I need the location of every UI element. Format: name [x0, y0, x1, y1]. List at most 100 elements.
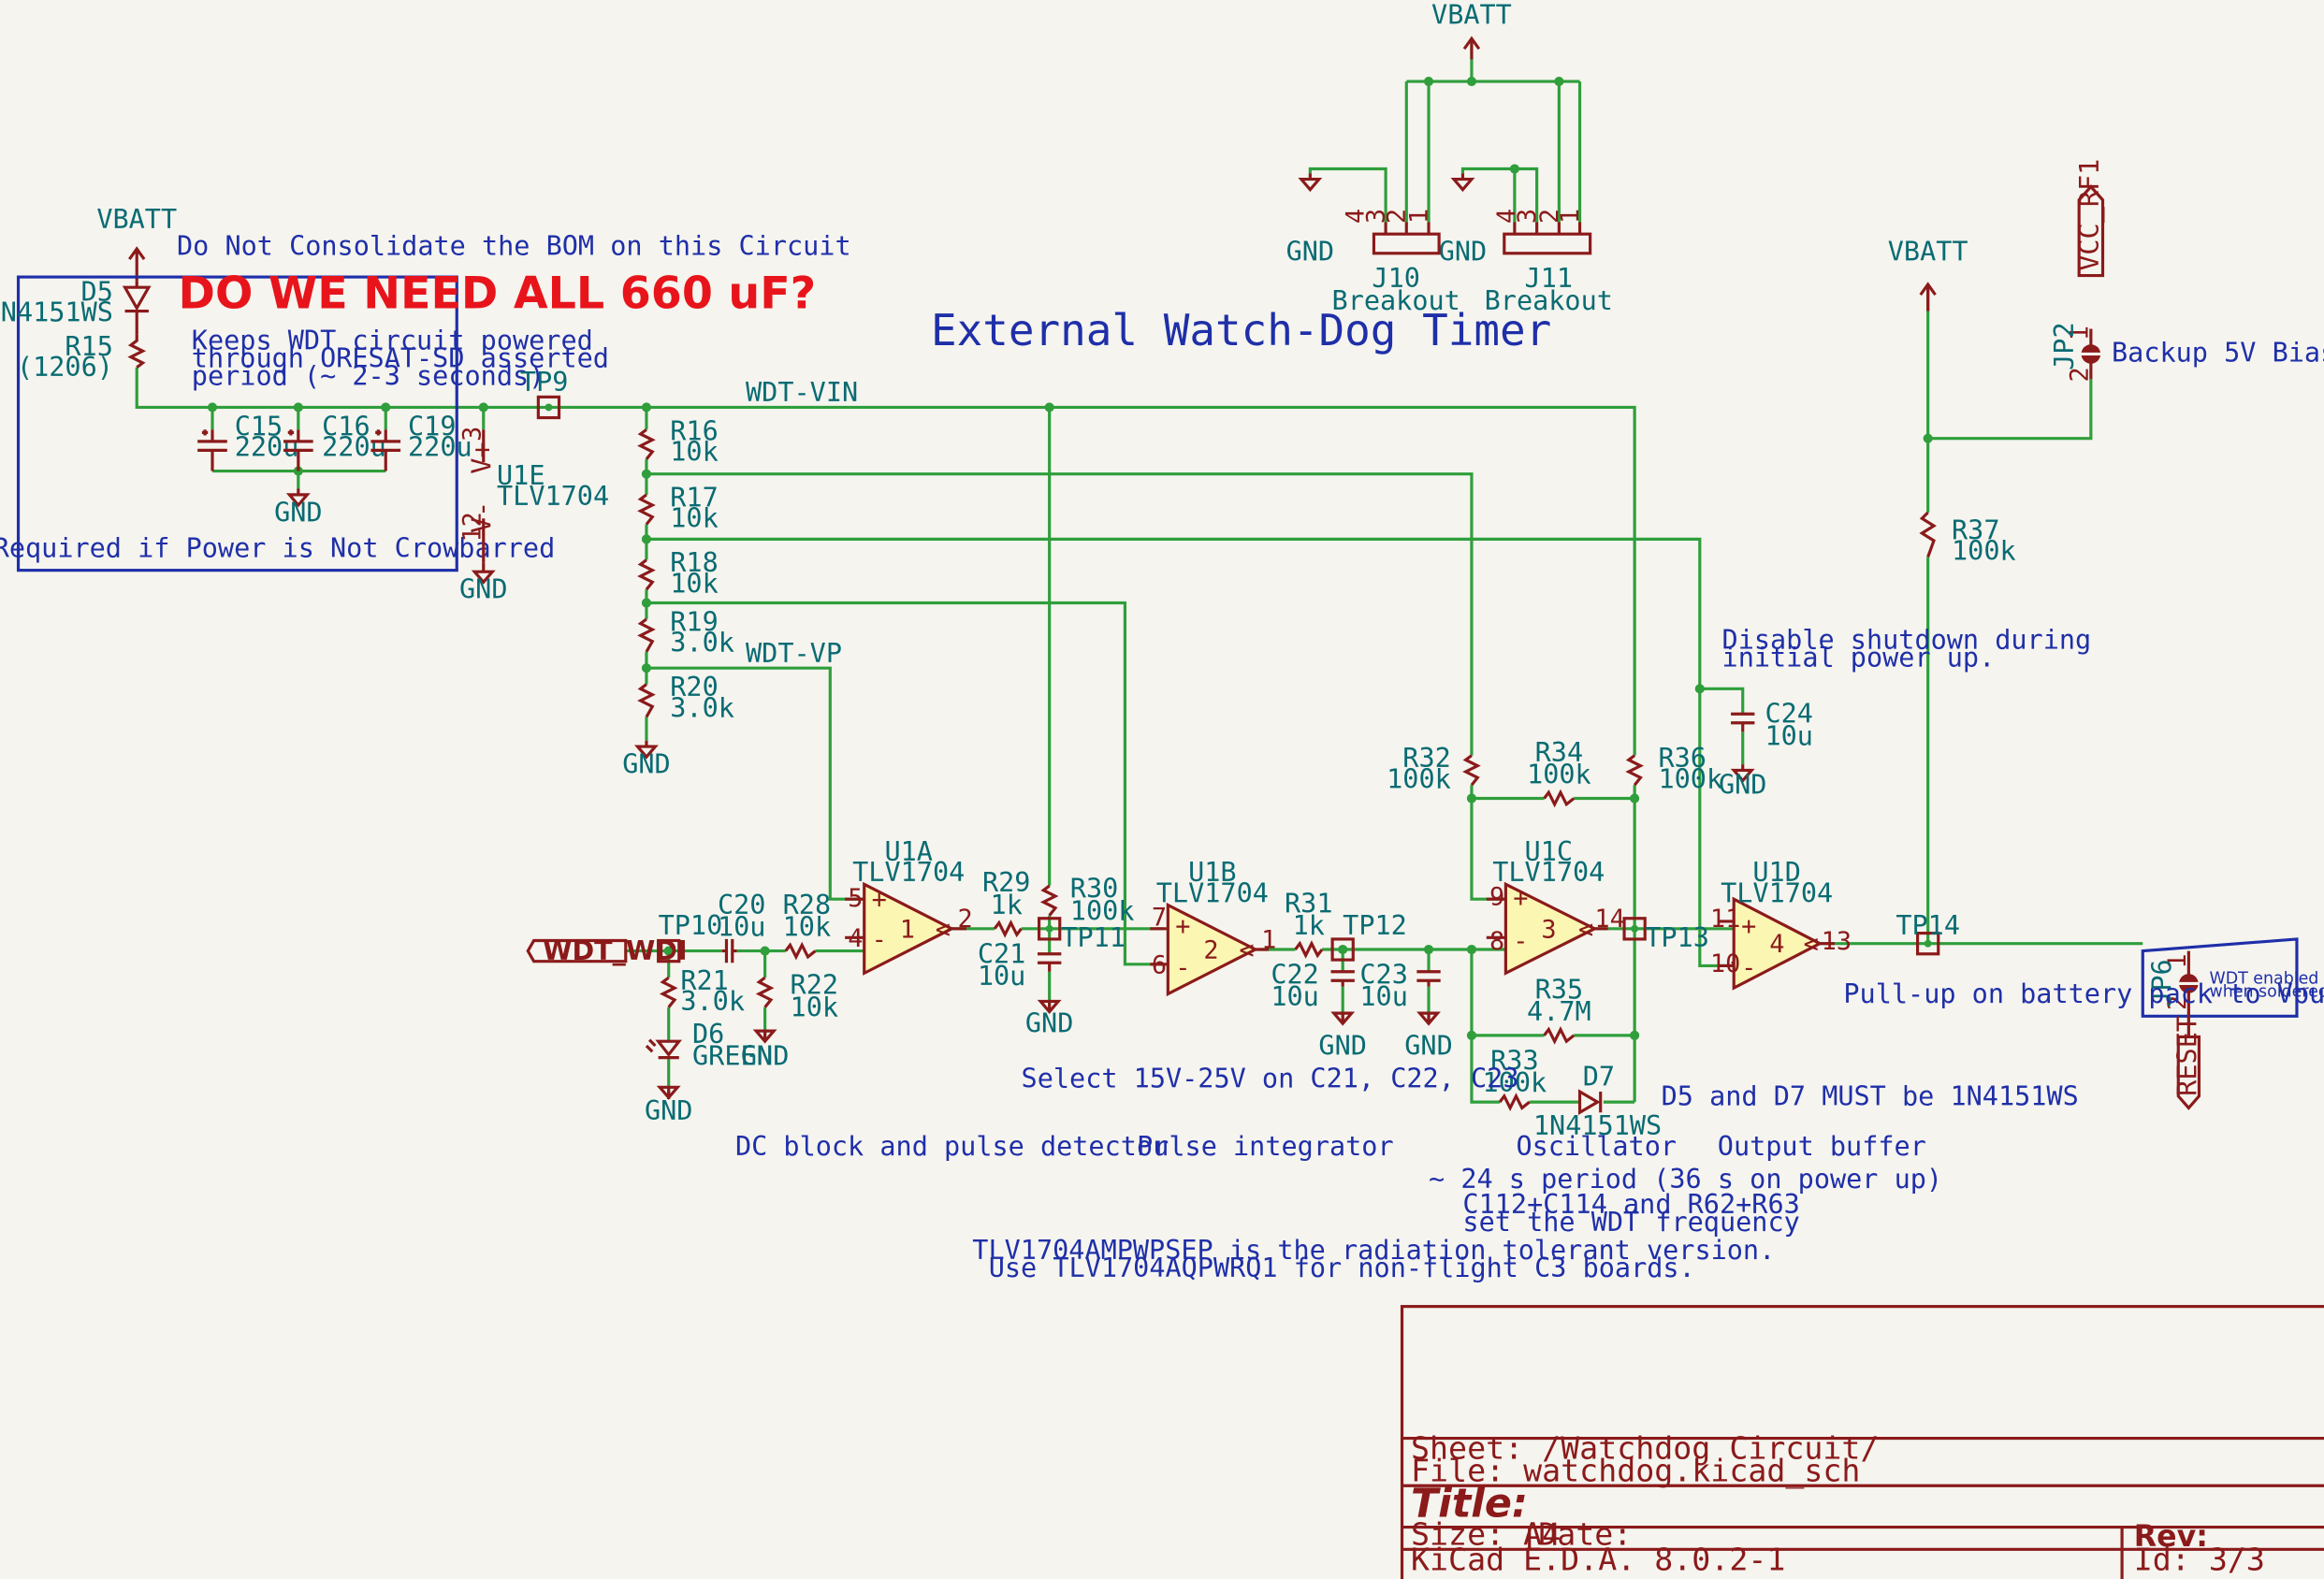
jumper-JP2: 1 2 JP2 Backup 5V Bias: [2049, 322, 2324, 382]
resistor-R19: R19 3.0k: [637, 607, 734, 659]
svg-text:2: 2: [1535, 209, 1564, 224]
testpoint-TP12: TP12: [1330, 910, 1407, 962]
svg-text:R31: R31: [1285, 888, 1332, 919]
capacitor-C21: C21 10u: [978, 938, 1062, 992]
resistor-R16: R16 10k: [637, 415, 719, 467]
title-block-date: Date:: [1538, 1516, 1632, 1553]
svg-text:5: 5: [848, 884, 863, 913]
connector-J11: 4 3 2 1 J11 Breakout: [1485, 209, 1613, 316]
connector-J10: 4 3 2 1 J10 Breakout: [1332, 209, 1460, 316]
pullup-note: Pull-up on battery pack to Vbus: [1843, 978, 2324, 1009]
svg-text:C23: C23: [1359, 959, 1407, 990]
warning-note: DO WE NEED ALL 660 uF?: [179, 268, 817, 319]
svg-text:Breakout: Breakout: [1485, 285, 1613, 316]
svg-text:WDT enabled: WDT enabled: [2210, 969, 2319, 988]
svg-text:U1B: U1B: [1188, 857, 1236, 888]
svg-text:4: 4: [848, 924, 863, 953]
svg-text:+: +: [872, 886, 887, 915]
resistor-R35: R35 4.7M: [1527, 974, 1591, 1045]
svg-text:100k: 100k: [1952, 536, 2016, 567]
opamp-U1D: + - 4 < 11 10 13 U1D TLV1704: [1710, 857, 1852, 991]
svg-text:GND: GND: [274, 497, 322, 528]
diode-D5: D5 1N4151WS: [0, 276, 152, 335]
svg-text:when soldered: when soldered: [2210, 983, 2324, 1002]
resistor-R18: R18 10k: [637, 547, 719, 599]
svg-text:R28: R28: [783, 890, 831, 920]
resistor-R17: R17 10k: [637, 483, 719, 534]
svg-text:100k: 100k: [1658, 763, 1722, 794]
capacitor-C19: C19 220u: [370, 412, 472, 471]
led-D6: D6 GREEN: [645, 1019, 773, 1072]
title-block-tool: KiCad E.D.A. 8.0.2-1: [1411, 1541, 1785, 1577]
svg-text:U1E: U1E: [497, 460, 545, 491]
svg-text:JP2: JP2: [2049, 322, 2080, 369]
svg-text:R33: R33: [1490, 1045, 1538, 1076]
svg-text:R15: R15: [65, 331, 112, 362]
svg-text:C19: C19: [408, 412, 456, 442]
svg-text:+: +: [1741, 912, 1756, 941]
sheet-title-note: External Watch-Dog Timer: [931, 305, 1551, 355]
svg-text:GND: GND: [1286, 237, 1334, 268]
svg-text:+: +: [1513, 884, 1528, 913]
capacitor-C23: C23 10u: [1359, 959, 1441, 1012]
svg-text:2: 2: [957, 905, 972, 934]
svg-text:11: 11: [1710, 905, 1740, 934]
keeps-note-line3: period (~ 2-3 seconds): [192, 361, 545, 392]
svg-text:GND: GND: [1719, 770, 1766, 801]
svg-text:<: <: [936, 915, 951, 944]
gnd-symbols: [285, 173, 1755, 1100]
svg-text:3: 3: [1362, 209, 1391, 224]
svg-text:1k: 1k: [1293, 910, 1325, 941]
svg-text:VBATT: VBATT: [1431, 0, 1512, 30]
svg-text:1N4151WS: 1N4151WS: [1533, 1110, 1662, 1141]
title-block-rev: Rev:: [2134, 1520, 2208, 1554]
svg-text:TLV1704: TLV1704: [1721, 877, 1833, 908]
testpoint-TP13: TP13: [1622, 917, 1709, 953]
resistor-R30: R30 100k: [1039, 874, 1134, 926]
bulk-capacitor-note-box: [16, 275, 458, 572]
vbatt-symbol-right: VBATT: [1888, 237, 1968, 311]
svg-text:D5: D5: [81, 276, 113, 307]
svg-text:C16: C16: [322, 412, 370, 442]
resistor-R31: R31 1k: [1285, 888, 1333, 959]
resistor-R20: R20 3.0k: [637, 672, 734, 723]
svg-text:R21: R21: [680, 965, 728, 996]
title-block-title: Title:: [1411, 1480, 1528, 1527]
svg-text:1k: 1k: [991, 890, 1023, 920]
svg-text:R37: R37: [1952, 514, 1999, 545]
svg-text:3: 3: [1513, 209, 1542, 224]
svg-text:GREEN: GREEN: [692, 1041, 773, 1072]
svg-text:100k: 100k: [1387, 763, 1451, 794]
svg-text:2: 2: [1203, 936, 1218, 965]
svg-text:10k: 10k: [670, 436, 718, 467]
svg-text:J11: J11: [1525, 263, 1573, 294]
resistor-R32: R32 100k: [1387, 743, 1481, 794]
svg-text:R32: R32: [1402, 743, 1450, 774]
svg-text:GND: GND: [622, 749, 670, 780]
frequency-note-line1: C112+C114 and R62+R63: [1462, 1189, 1799, 1220]
svg-text:-: -: [1175, 954, 1190, 983]
svg-text:2: 2: [1383, 209, 1412, 224]
svg-text:10 (1206): 10 (1206): [0, 352, 113, 383]
gnd-labels: GND GND GND GND GND GND GND GND GND GND …: [274, 237, 1766, 1126]
svg-text:100k: 100k: [1483, 1067, 1547, 1098]
svg-text:C21: C21: [978, 938, 1025, 969]
svg-text:D7: D7: [1583, 1062, 1615, 1093]
svg-text:1N4151WS: 1N4151WS: [0, 297, 113, 328]
svg-text:VBATT: VBATT: [1888, 237, 1968, 268]
title-block-file: File: watchdog.kicad_sch: [1411, 1452, 1860, 1489]
frequency-note-line2: set the WDT frequency: [1462, 1207, 1799, 1238]
svg-text:10k: 10k: [791, 992, 838, 1022]
testpoint-TP11: TP11: [1037, 917, 1126, 953]
svg-text:JP6: JP6: [2146, 959, 2177, 1007]
svg-text:10k: 10k: [670, 568, 718, 599]
svg-text:-: -: [1513, 927, 1528, 956]
svg-text:TP10: TP10: [659, 910, 723, 941]
oscillator-note: Oscillator: [1516, 1131, 1677, 1162]
svg-text:2: 2: [2163, 995, 2192, 1010]
svg-text:C20: C20: [718, 890, 765, 920]
svg-text:4.7M: 4.7M: [1527, 996, 1591, 1027]
resistor-R21: R21 3.0k: [659, 965, 745, 1017]
title-block-size: Size: A4: [1411, 1516, 1561, 1553]
dc-block-note: DC block and pulse detector: [735, 1131, 1169, 1162]
